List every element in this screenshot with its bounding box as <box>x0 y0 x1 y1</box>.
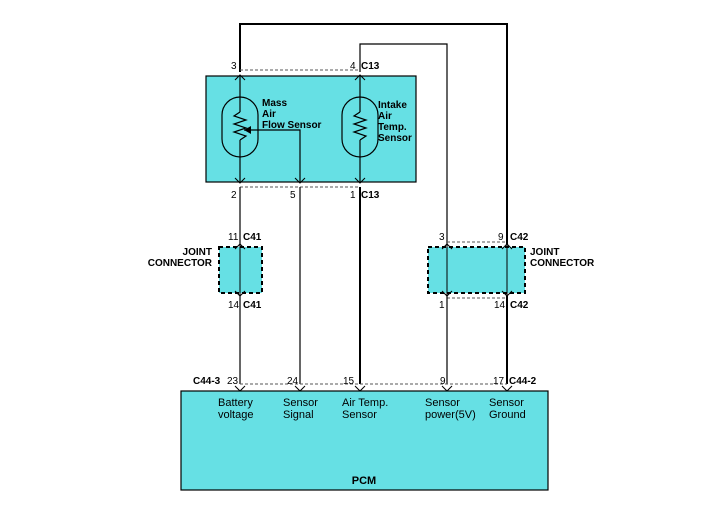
svg-text:CONNECTOR: CONNECTOR <box>530 258 595 269</box>
pin-pcm-17: 17 <box>493 376 505 387</box>
svg-text:Flow Sensor: Flow Sensor <box>262 120 322 131</box>
pin-joint-right-14: 14 <box>494 300 506 311</box>
pcm-terminal-battery-voltage: Battery voltage <box>218 397 253 421</box>
joint-connector-right-label: JOINT CONNECTOR <box>530 247 595 269</box>
connector-label-c13-bottom: C13 <box>361 190 380 201</box>
pin-sensor-bottom-5: 5 <box>290 190 296 201</box>
pin-sensor-bottom-2: 2 <box>231 190 237 201</box>
wire-sensor-ground-top <box>239 23 508 244</box>
svg-text:Air: Air <box>262 109 276 120</box>
sensor-top-terminals <box>234 74 366 81</box>
svg-text:Battery: Battery <box>218 397 253 409</box>
pin-pcm-24: 24 <box>287 376 299 387</box>
pin-joint-right-1: 1 <box>439 300 445 311</box>
svg-text:Temp.: Temp. <box>378 122 407 133</box>
svg-text:voltage: voltage <box>218 409 253 421</box>
iat-sensor-element <box>341 76 379 182</box>
svg-text:Sensor: Sensor <box>425 397 460 409</box>
svg-text:JOINT: JOINT <box>530 247 559 258</box>
joint-connector-left-label: JOINT CONNECTOR <box>148 247 213 269</box>
pin-pcm-15: 15 <box>343 376 355 387</box>
svg-text:Sensor: Sensor <box>489 397 524 409</box>
pcm-terminal-air-temp-sensor: Air Temp. Sensor <box>342 397 388 421</box>
pcm-terminal-sensor-signal: Sensor Signal <box>283 397 318 421</box>
svg-text:CONNECTOR: CONNECTOR <box>148 258 213 269</box>
connector-label-c44-3: C44-3 <box>193 376 221 387</box>
connector-label-c42-bottom: C42 <box>510 300 529 311</box>
wire-sensor-power-top <box>359 43 448 244</box>
pin-joint-left-11: 11 <box>228 232 239 243</box>
connector-label-c41-top: C41 <box>243 232 262 243</box>
svg-text:Ground: Ground <box>489 409 526 421</box>
pcm-label: PCM <box>352 475 376 487</box>
svg-text:Sensor: Sensor <box>342 409 377 421</box>
pcm-terminal-sensor-ground: Sensor Ground <box>489 397 526 421</box>
connector-label-c13-top: C13 <box>361 61 380 72</box>
connector-label-c41-bottom: C41 <box>243 300 262 311</box>
pin-pcm-9: 9 <box>440 376 446 387</box>
svg-text:Intake: Intake <box>378 100 407 111</box>
maf-sensor-element <box>221 76 301 182</box>
pin-sensor-bottom-1: 1 <box>350 190 356 201</box>
pin-sensor-top-3: 3 <box>231 61 237 72</box>
svg-text:Mass: Mass <box>262 98 287 109</box>
sensor-bottom-terminals <box>234 177 366 184</box>
pin-pcm-23: 23 <box>227 376 239 387</box>
pin-joint-right-9: 9 <box>498 232 504 243</box>
svg-text:Air: Air <box>378 111 392 122</box>
svg-text:JOINT: JOINT <box>183 247 212 258</box>
joint-connector-right-box <box>427 246 526 294</box>
svg-text:Sensor: Sensor <box>283 397 318 409</box>
svg-text:power(5V): power(5V) <box>425 409 476 421</box>
svg-text:Sensor: Sensor <box>378 133 412 144</box>
iat-sensor-label: Intake Air Temp. Sensor <box>378 100 412 144</box>
sensor-assembly-box <box>205 75 417 183</box>
joint-connector-right-terminals <box>441 243 513 297</box>
svg-text:Signal: Signal <box>283 409 314 421</box>
svg-text:Air Temp.: Air Temp. <box>342 397 388 409</box>
pcm-terminals <box>234 385 513 392</box>
pcm-box <box>180 390 549 491</box>
connector-label-c42-top: C42 <box>510 232 529 243</box>
pin-joint-left-14: 14 <box>228 300 240 311</box>
maf-sensor-label: Mass Air Flow Sensor <box>262 98 322 131</box>
pin-joint-right-3: 3 <box>439 232 445 243</box>
pcm-terminal-sensor-power: Sensor power(5V) <box>425 397 476 421</box>
connector-label-c44-2: C44-2 <box>509 376 537 387</box>
pin-sensor-top-4: 4 <box>350 61 356 72</box>
